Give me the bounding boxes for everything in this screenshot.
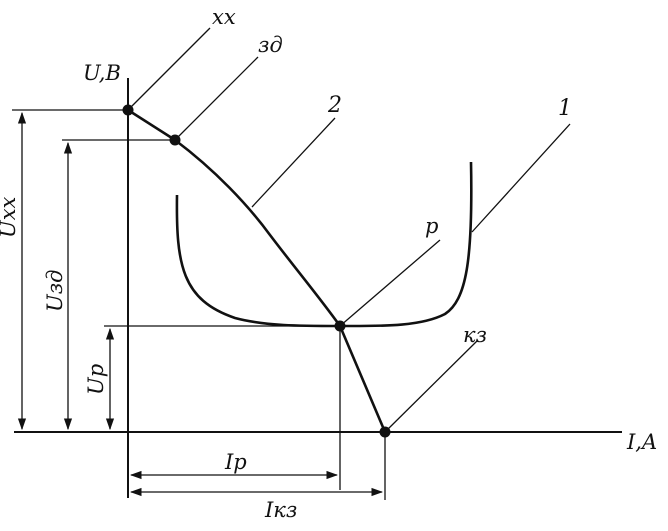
- kz-leader-line: [384, 339, 479, 433]
- label-zd: зд: [258, 33, 283, 57]
- curve-1-leader-line: [471, 123, 571, 233]
- point-kz: [379, 426, 391, 438]
- point-zd: [169, 134, 181, 146]
- curve-1-load-characteristic: [175, 161, 473, 328]
- label-ip: Ip: [224, 450, 247, 474]
- x-axis-label: I,A: [626, 430, 657, 454]
- point-p: [334, 320, 346, 332]
- label-p: p: [425, 214, 438, 238]
- label-up: Up: [84, 364, 108, 395]
- label-uxx: Uxx: [0, 196, 20, 238]
- xx-leader-line: [127, 27, 211, 111]
- p-leader-line: [339, 239, 441, 327]
- label-kz: кз: [463, 323, 487, 347]
- label-curve-2: 2: [327, 93, 342, 118]
- label-ikz: Iкз: [264, 498, 297, 522]
- y-axis-label: U,B: [83, 61, 121, 85]
- zd-leader-line: [174, 56, 259, 141]
- curve-2-source-characteristic: [127, 108, 387, 433]
- point-xx: [122, 104, 134, 116]
- label-curve-1: 1: [558, 96, 572, 121]
- label-xx: xx: [212, 5, 236, 29]
- curve-2-leader-line: [251, 117, 336, 208]
- label-uzd: Uзд: [43, 270, 67, 312]
